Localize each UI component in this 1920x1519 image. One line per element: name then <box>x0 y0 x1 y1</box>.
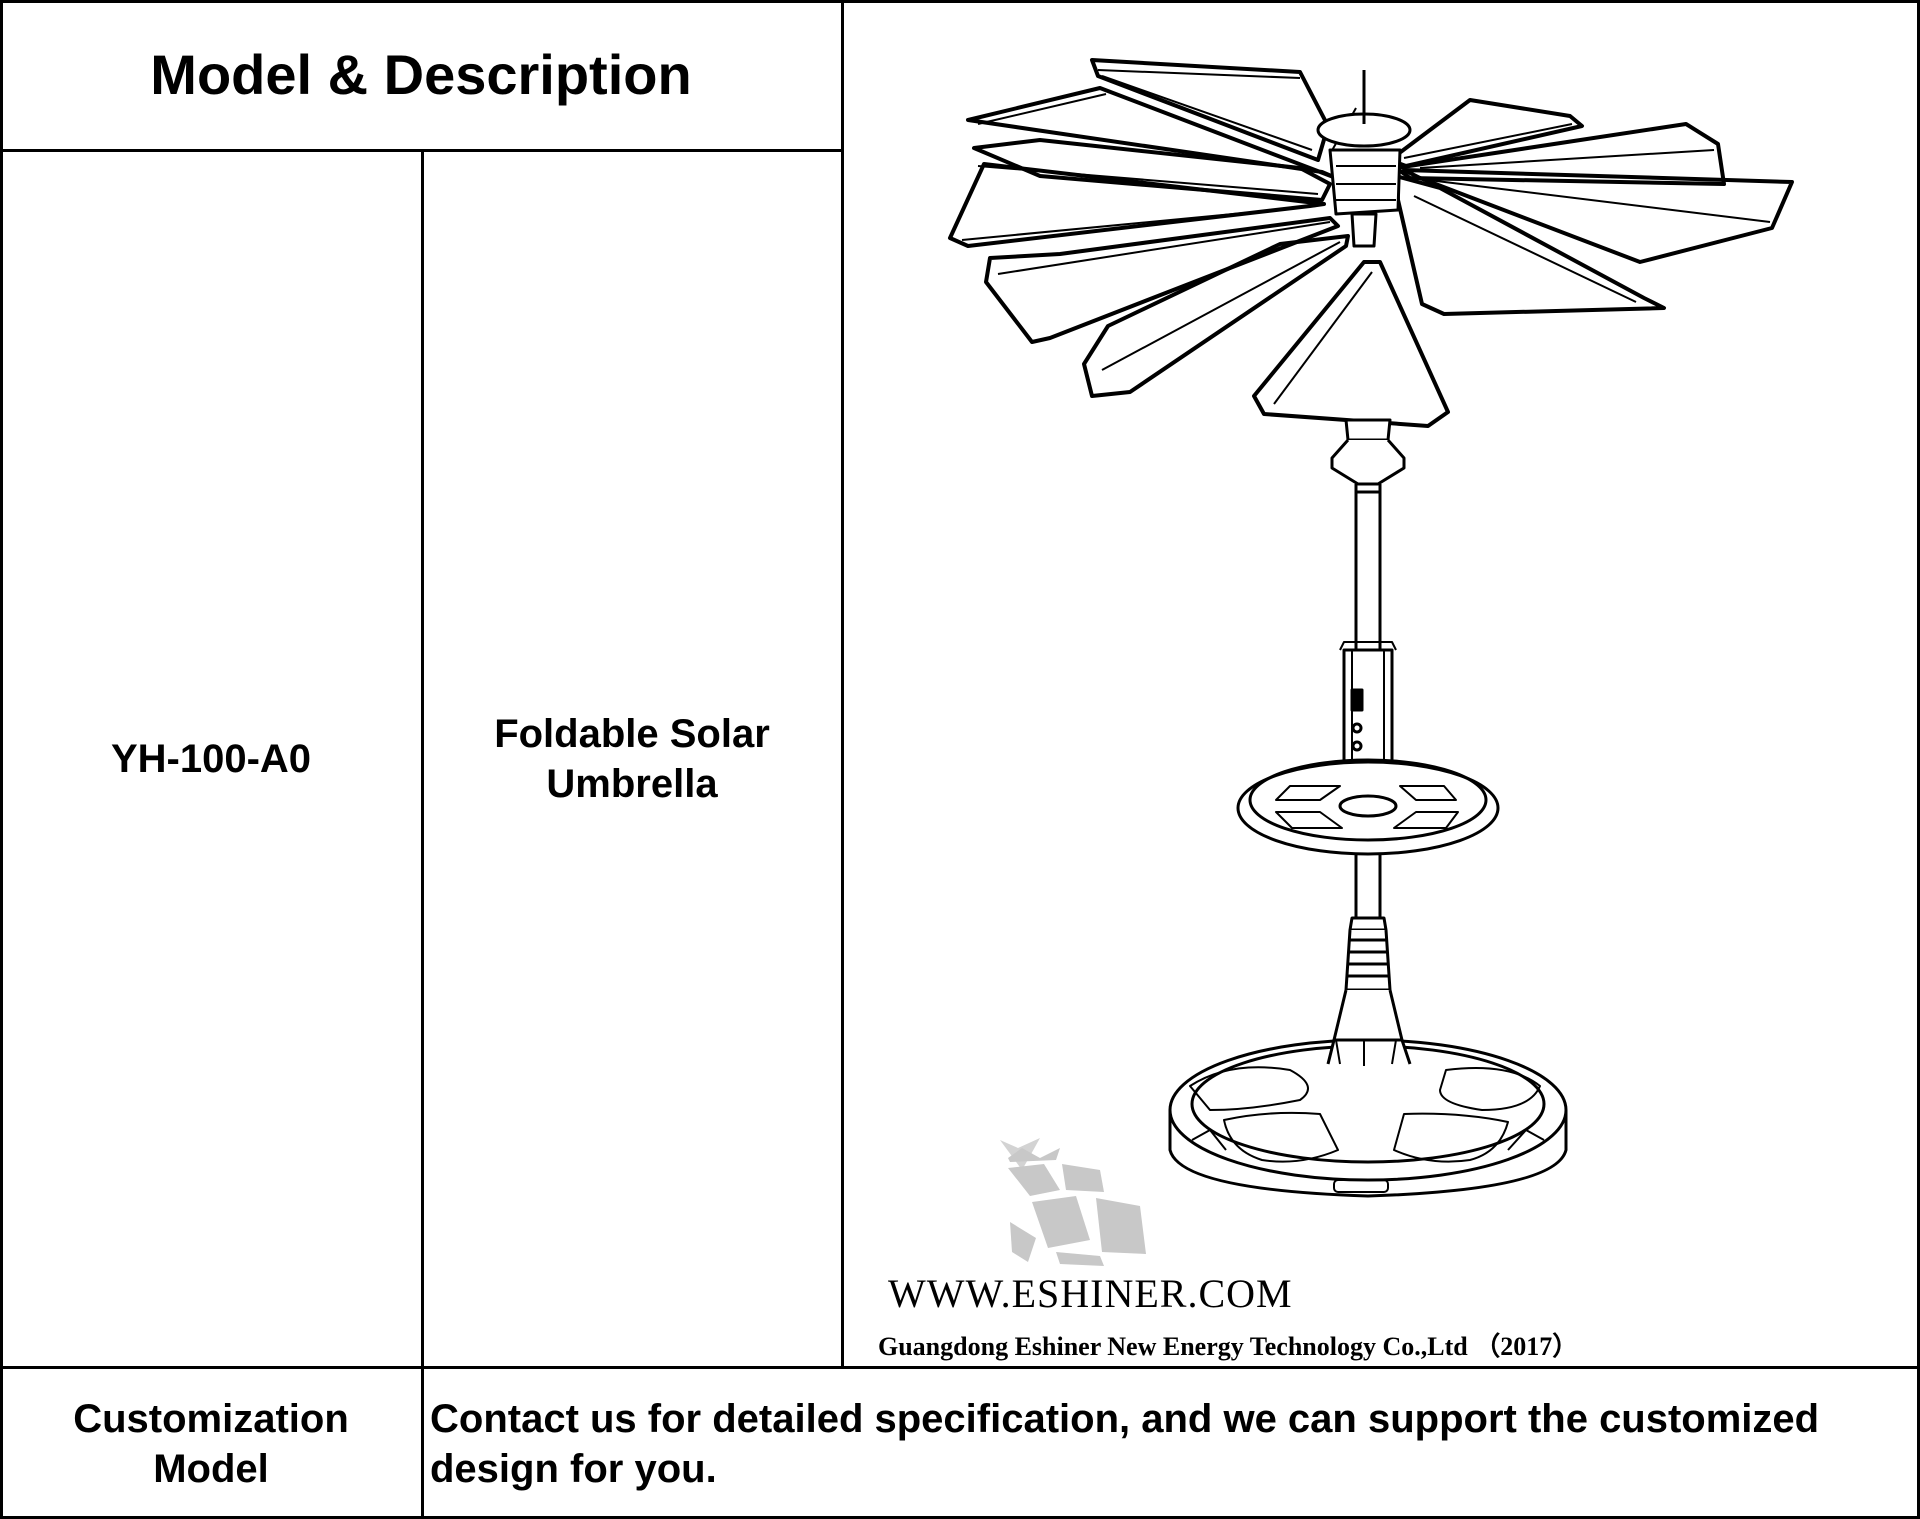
border-right <box>1917 0 1920 1519</box>
border-left <box>0 0 3 1519</box>
customization-text: Contact us for detailed specification, a… <box>430 1396 1820 1491</box>
border-bottom <box>0 1516 1920 1519</box>
model-description-text: Foldable Solar Umbrella <box>494 712 770 806</box>
umbrella-hub <box>1316 70 1412 248</box>
model-description: Foldable Solar Umbrella <box>422 150 842 1368</box>
eshiner-watermark-logo <box>1000 1138 1146 1266</box>
customization-label-text: Customization Model <box>73 1396 349 1491</box>
umbrella-base <box>1168 1038 1568 1198</box>
divider-footer <box>0 1366 1920 1369</box>
model-code: YH-100-A0 <box>110 737 312 781</box>
divider-model-column <box>421 150 424 1519</box>
company-website: WWW.ESHINER.COM <box>888 1271 1293 1316</box>
border-top <box>0 0 1920 3</box>
divider-image-column <box>841 0 844 1368</box>
solar-umbrella-drawing <box>948 58 1794 1266</box>
umbrella-pole <box>1330 418 1406 790</box>
customization-label: Customization Model <box>0 1368 422 1519</box>
umbrella-tray <box>1236 758 1500 918</box>
table-heading: Model & Description <box>150 43 692 106</box>
solar-panel-petals <box>948 58 1794 428</box>
company-credit: Guangdong Eshiner New Energy Technology … <box>878 1332 1579 1361</box>
